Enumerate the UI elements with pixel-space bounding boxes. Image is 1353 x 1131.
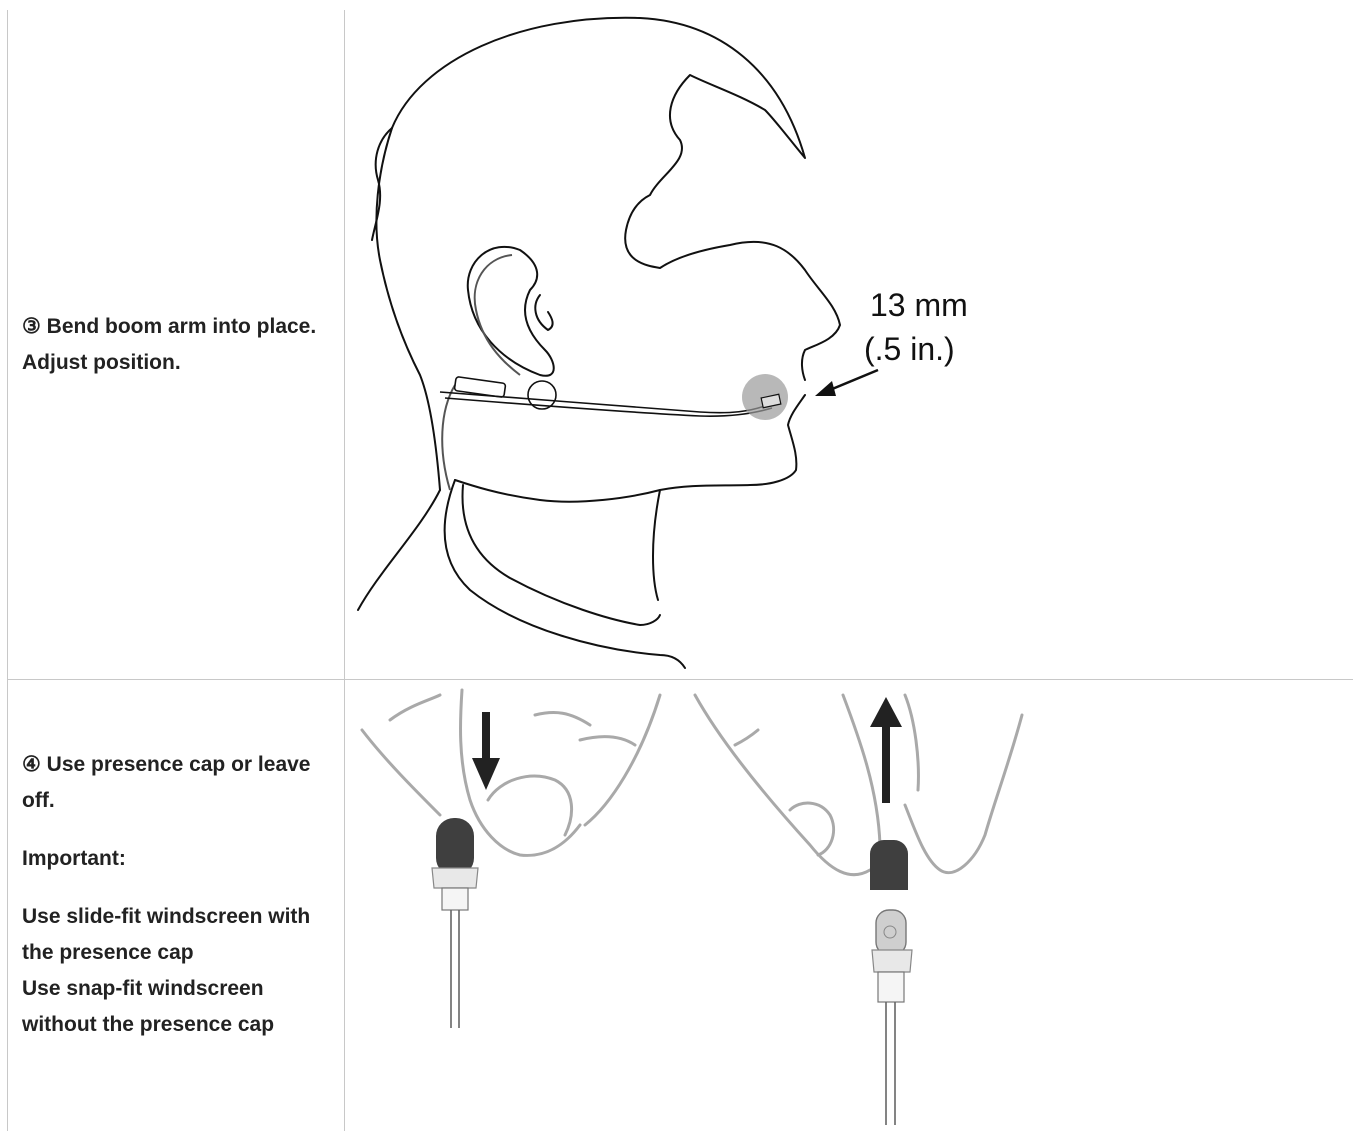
ear-inner — [535, 295, 552, 330]
step-3-cell: ③ Bend boom arm into place. Adjust posit… — [22, 309, 332, 381]
collar-shirt — [445, 480, 685, 668]
arrow-down-shaft — [482, 712, 490, 760]
snap-fit-note: Use snap-fit windscreen without the pres… — [22, 971, 332, 1043]
measurement-in: (.5 in.) — [864, 331, 955, 367]
ear-outline — [468, 247, 554, 376]
important-heading: Important: — [22, 841, 332, 877]
arrow-down-head — [472, 758, 500, 790]
table-column-divider — [344, 10, 345, 1131]
step-4-label: ④ Use presence cap or leave off. — [22, 747, 332, 819]
head-profile-illustration: 13 mm (.5 in.) — [350, 10, 1350, 670]
table-row-divider — [7, 679, 1353, 680]
step-3-label: ③ Bend boom arm into place. Adjust posit… — [22, 309, 332, 381]
collar-inner — [463, 485, 660, 625]
step-4-cell: ④ Use presence cap or leave off. Importa… — [22, 747, 332, 1043]
mic-with-cap — [432, 818, 478, 1028]
earloop — [475, 255, 520, 375]
mic-without-cap — [872, 910, 912, 1125]
presence-cap-illustration — [350, 685, 1350, 1130]
collar-outer — [358, 490, 440, 610]
head-outline — [392, 18, 840, 380]
cable — [442, 385, 455, 490]
table-border-left — [7, 10, 8, 1131]
neck-line — [653, 490, 660, 600]
back-of-head — [376, 128, 440, 490]
slide-fit-note: Use slide-fit windscreen with the presen… — [22, 899, 332, 971]
finger-left-outline — [362, 730, 440, 815]
finger-right-outline — [695, 695, 870, 875]
arrow-up-shaft — [882, 725, 890, 803]
hairline — [372, 128, 392, 240]
measurement-mm: 13 mm — [870, 287, 968, 323]
arrow-up-head — [870, 697, 902, 727]
